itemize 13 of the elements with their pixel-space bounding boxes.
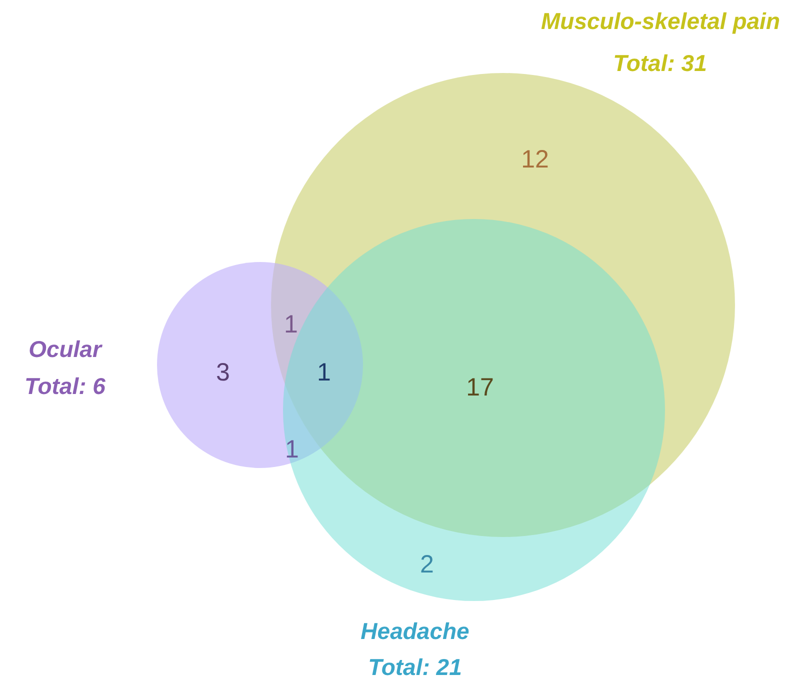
set-total: Total: 6 [24, 375, 106, 398]
region-count: 1 [285, 438, 299, 462]
region-count: 1 [317, 360, 331, 386]
set-title: Headache [360, 620, 470, 643]
region-count: 1 [284, 312, 298, 338]
set-title: Musculo-skeletal pain [540, 10, 780, 33]
region-count: 2 [420, 552, 434, 578]
set-title: Ocular [28, 338, 102, 361]
region-count: 3 [216, 360, 230, 386]
set-total: Total: 31 [613, 52, 707, 75]
region-count: 17 [466, 376, 494, 400]
region-count: 12 [521, 148, 549, 172]
set-total: Total: 21 [368, 656, 462, 679]
